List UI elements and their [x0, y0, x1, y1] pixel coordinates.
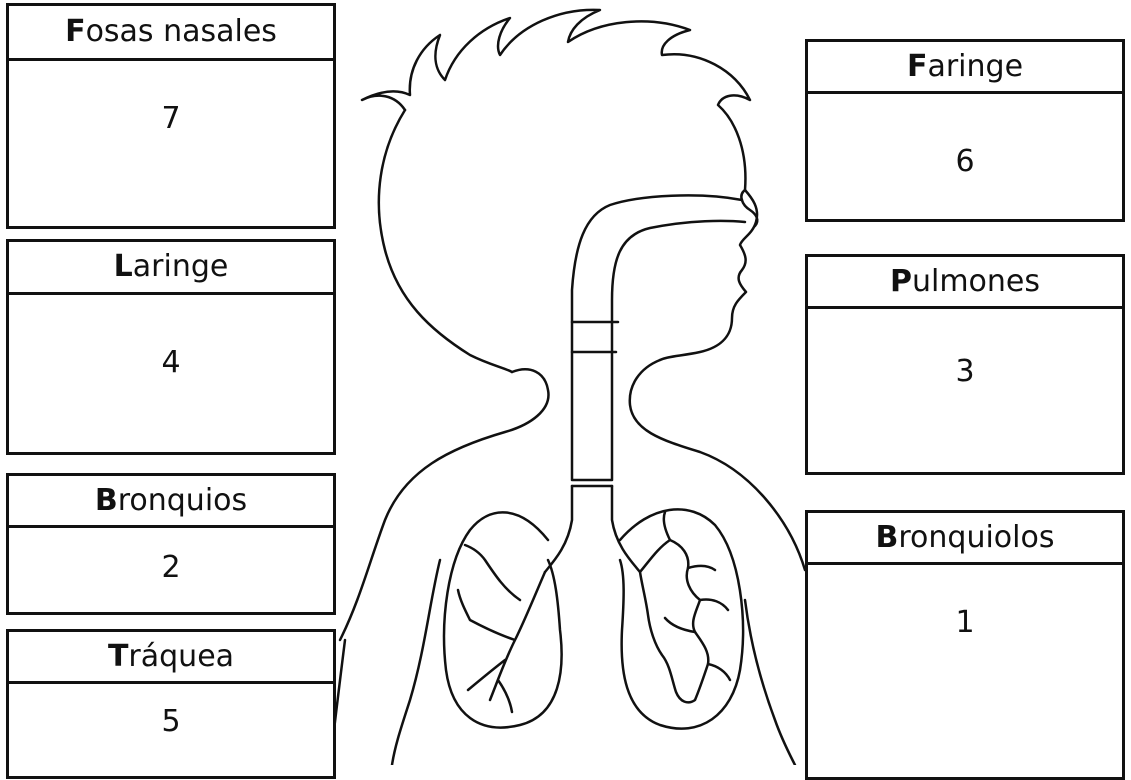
- left-arm-line: [392, 560, 440, 765]
- face-profile: [660, 190, 757, 360]
- label-number: 5: [9, 684, 333, 739]
- label-number: 1: [808, 565, 1122, 640]
- head-outline: [379, 110, 512, 372]
- label-number: 2: [9, 528, 333, 585]
- label-number: 6: [808, 94, 1122, 179]
- label-number: 3: [808, 309, 1122, 389]
- label-rest: aringe: [927, 52, 1023, 82]
- label-rest: ulmones: [912, 267, 1040, 297]
- left-lung: [444, 512, 562, 727]
- left-bronchial-tree: [458, 545, 545, 712]
- label-rest: aringe: [133, 252, 229, 282]
- label-initial: T: [108, 642, 128, 672]
- label-rest: ráquea: [128, 642, 234, 672]
- label-initial: P: [890, 267, 912, 297]
- label-rest: ronquios: [118, 486, 247, 516]
- label-rest: ronquiolos: [898, 523, 1054, 553]
- label-initial: B: [95, 486, 118, 516]
- label-number: 7: [9, 61, 333, 136]
- label-initial: B: [876, 523, 899, 553]
- bronchi: [545, 486, 640, 572]
- right-bronchial-tree: [640, 540, 708, 702]
- right-lung: [620, 509, 743, 728]
- label-number: 4: [9, 295, 333, 380]
- right-neck-shoulder: [630, 360, 805, 570]
- label-initial: L: [114, 252, 133, 282]
- hair-outline: [362, 10, 750, 190]
- label-initial: F: [907, 52, 928, 82]
- label-initial: F: [65, 17, 86, 47]
- label-rest: osas nasales: [86, 17, 277, 47]
- right-arm-line: [745, 600, 795, 765]
